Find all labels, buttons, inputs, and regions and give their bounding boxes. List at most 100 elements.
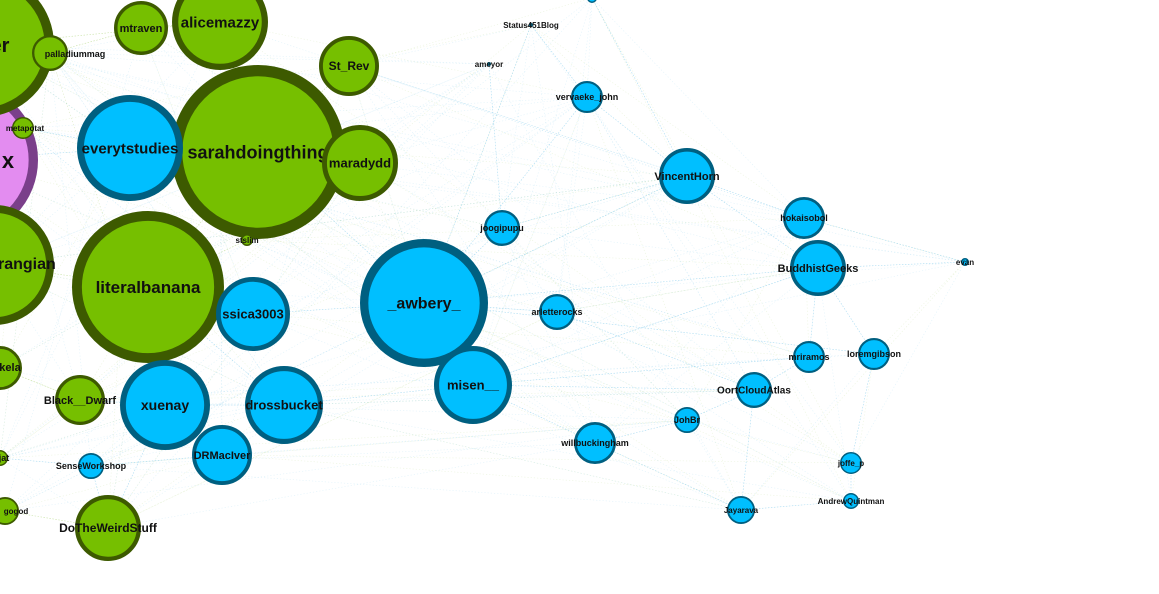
node-mtraven[interactable]: mtraven: [113, 0, 168, 56]
node-circle[interactable]: [120, 359, 211, 450]
node-vincenthorn[interactable]: VincentHorn: [654, 148, 720, 205]
node-gogod[interactable]: gogod: [0, 497, 28, 525]
edge-haze: [283, 404, 742, 511]
node-circle[interactable]: [790, 240, 847, 297]
node-circle[interactable]: [31, 34, 68, 71]
node-circle[interactable]: [0, 346, 22, 390]
edge-haze: [592, 0, 852, 502]
node-dotheweirdstuff[interactable]: DoTheWeirdStuff: [59, 494, 158, 561]
node-stslim[interactable]: stslim: [235, 234, 259, 246]
edge-haze: [90, 442, 596, 467]
node-circle[interactable]: [0, 205, 54, 325]
edge-haze: [348, 24, 532, 67]
node-drossbucket[interactable]: drossbucket: [245, 366, 324, 445]
node-kela[interactable]: kela: [0, 346, 22, 390]
node-circle[interactable]: [113, 0, 168, 56]
edge-haze: [803, 217, 810, 358]
node-label: joffe_p: [837, 459, 864, 468]
node-johbr[interactable]: JohBr: [673, 407, 701, 434]
node-circle[interactable]: [322, 125, 398, 201]
node-circle[interactable]: [857, 338, 890, 371]
node-ameyor[interactable]: ameyor: [475, 60, 503, 69]
node-circle[interactable]: [843, 493, 859, 509]
node-misen[interactable]: misen__: [434, 346, 513, 425]
node-circle[interactable]: [782, 197, 825, 240]
node-circle[interactable]: [75, 494, 142, 561]
node-status451blog[interactable]: Status451Blog: [503, 21, 559, 30]
edge-joogi-vincent: [501, 175, 688, 229]
node-circle[interactable]: [0, 450, 8, 466]
edge-haze: [252, 175, 688, 315]
node-circle[interactable]: [961, 258, 969, 266]
node-sarahdoingthing[interactable]: sarahdoingthing: [170, 64, 346, 240]
node-circle[interactable]: [0, 497, 19, 525]
node-circle[interactable]: [215, 276, 291, 352]
node-everytstudies[interactable]: everytstudies: [76, 94, 184, 202]
node-circle[interactable]: [172, 0, 268, 70]
edge-haze: [283, 404, 742, 511]
edge-haze: [221, 419, 688, 456]
node-loremgibson[interactable]: loremgibson: [847, 338, 901, 371]
node-jat[interactable]: jat: [0, 450, 9, 466]
node-circle[interactable]: [72, 211, 224, 363]
node-circle[interactable]: [241, 234, 253, 246]
node-st-rev[interactable]: St_Rev: [319, 36, 380, 96]
edge-jat-sense: [0, 457, 92, 467]
node-unlabeled[interactable]: [587, 0, 597, 3]
node-circle[interactable]: [78, 453, 105, 480]
node-hokaisobol[interactable]: hokaisobol: [780, 197, 828, 240]
node-arletterocks[interactable]: arletterocks: [531, 294, 583, 331]
edge-haze: [252, 313, 852, 464]
node-circle[interactable]: [735, 372, 772, 409]
node-grangian[interactable]: grangian: [0, 205, 56, 325]
node-circle[interactable]: [487, 62, 491, 66]
node-circle[interactable]: [360, 239, 489, 368]
node-andrewquintman[interactable]: AndrewQuintman: [818, 493, 885, 509]
node-metapotat[interactable]: metapotat: [6, 117, 45, 139]
node-circle[interactable]: [12, 117, 34, 139]
node-evan[interactable]: evan: [956, 258, 974, 267]
edge-haze: [22, 127, 810, 358]
node-buddhistgeeks[interactable]: BuddhistGeeks: [778, 240, 859, 297]
node-maradydd[interactable]: maradydd: [322, 125, 398, 201]
node-circle[interactable]: [319, 36, 380, 96]
node-circle[interactable]: [726, 496, 755, 525]
node-circle[interactable]: [538, 294, 575, 331]
node-awbery[interactable]: _awbery_: [360, 239, 489, 368]
node-circle[interactable]: [840, 452, 862, 474]
node-circle[interactable]: [587, 0, 597, 3]
node-palladiummag[interactable]: palladiummag: [31, 34, 105, 71]
node-willbuckingham[interactable]: willbuckingham: [560, 421, 629, 464]
node-circle[interactable]: [434, 346, 513, 425]
node-circle[interactable]: [55, 375, 105, 425]
node-circle[interactable]: [484, 209, 521, 246]
node-ssica3003[interactable]: ssica3003: [215, 276, 291, 352]
node-drmaciver[interactable]: DRMacIver: [191, 425, 252, 486]
edge-haze: [0, 399, 81, 459]
node-joogipupu[interactable]: joogipupu: [479, 209, 524, 246]
edge-haze: [0, 457, 109, 529]
node-circle[interactable]: [191, 425, 252, 486]
node-circle[interactable]: [76, 94, 184, 202]
node-circle[interactable]: [570, 81, 603, 114]
node-mriramos[interactable]: mriramos: [788, 341, 830, 374]
node-vervaeke-john[interactable]: vervaeke_john: [556, 81, 619, 114]
node-senseworkshop[interactable]: SenseWorkshop: [56, 453, 127, 480]
node-alicemazzy[interactable]: alicemazzy: [172, 0, 268, 70]
node-circle[interactable]: [792, 341, 825, 374]
node-circle[interactable]: [245, 366, 324, 445]
node-label: JohBr: [674, 415, 701, 425]
node-jayarava[interactable]: Jayarava: [724, 496, 759, 525]
node-oortcloudatlas[interactable]: OortCloudAtlas: [717, 372, 791, 409]
node-literalbanana[interactable]: literalbanana: [72, 211, 224, 363]
node-circle[interactable]: [659, 148, 716, 205]
node-xuenay[interactable]: xuenay: [120, 359, 211, 450]
node-joffe-p[interactable]: joffe_p: [837, 452, 864, 474]
node-circle[interactable]: [573, 421, 616, 464]
node-label: OortCloudAtlas: [717, 386, 791, 397]
node-label: hokaisobol: [780, 213, 828, 223]
node-circle[interactable]: [529, 23, 533, 27]
node-black-dwarf[interactable]: Black__Dwarf: [44, 375, 116, 425]
node-label: grangian: [0, 256, 56, 273]
node-circle[interactable]: [673, 407, 700, 434]
